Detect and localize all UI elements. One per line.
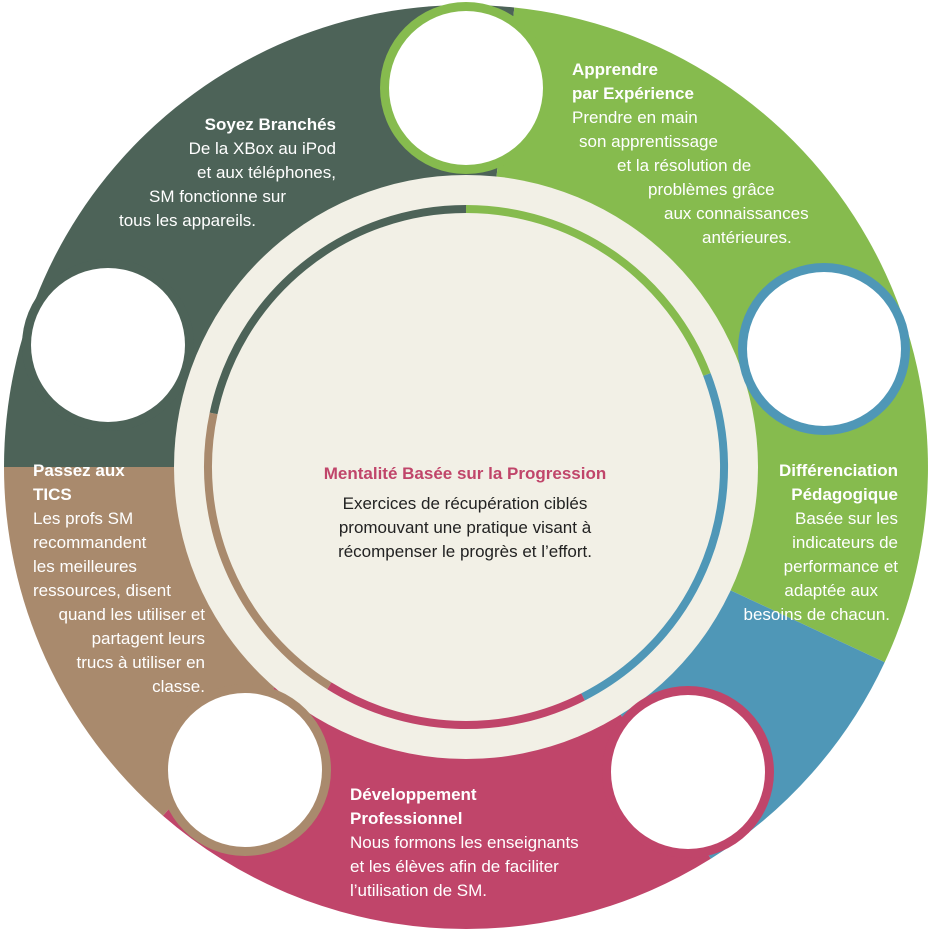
segment-body-line: Basée sur les — [795, 509, 898, 528]
node-circle-soyez-branches — [31, 268, 185, 422]
segment-developpement: Développement Professionnel Nous formons… — [350, 783, 650, 903]
segment-title: Soyez Branchés — [204, 115, 336, 134]
center-title: Mentalité Basée sur la Progression — [323, 464, 607, 483]
segment-body-line: trucs à utiliser en — [76, 653, 206, 672]
segment-body-line: Prendre en main — [572, 108, 698, 127]
node-circle-developpement — [611, 695, 765, 849]
segment-passez-aux-tics: Passez aux TICS Les profs SM recommanden… — [33, 459, 205, 699]
segment-body-line: son apprentissage — [579, 132, 718, 151]
center-body-line: Exercices de récupération ciblés — [342, 494, 588, 513]
segment-body-line: SM fonctionne sur — [148, 187, 286, 206]
node-circle-differenciation — [747, 272, 901, 426]
segment-body-line: et la résolution de — [617, 156, 752, 175]
node-circle-apprendre — [389, 11, 543, 165]
segment-body-line: recommandent — [33, 533, 147, 552]
segment-body-line: l’utilisation de SM. — [350, 881, 488, 900]
segment-body-line: indicateurs de — [792, 533, 898, 552]
segment-body-line: aux connaissances — [664, 204, 809, 223]
segment-body-line: classe. — [152, 677, 205, 696]
segment-body-line: antérieures. — [702, 228, 792, 247]
node-circles — [22, 2, 910, 858]
segment-body-line: partagent leurs — [91, 629, 205, 648]
segment-title: Professionnel — [350, 809, 463, 828]
segment-title: Développement — [350, 785, 477, 804]
segment-title: par Expérience — [572, 84, 694, 103]
segment-body-line: quand les utiliser et — [58, 605, 205, 624]
segment-title: TICS — [33, 485, 72, 504]
inner-progress-arc — [203, 205, 729, 729]
segment-title: Différenciation — [778, 461, 898, 480]
inner-arc-pink — [327, 682, 585, 729]
center-inner-disc — [221, 222, 711, 712]
segment-title: Pédagogique — [791, 485, 898, 504]
inner-arc-tan — [203, 412, 332, 690]
segment-body-line: De la XBox au iPod — [188, 139, 336, 158]
segment-body-line: performance et — [783, 557, 898, 576]
inner-arc-dark-green — [209, 205, 467, 415]
segment-title: Passez aux — [33, 461, 125, 480]
segment-body-line: les meilleures — [33, 557, 137, 576]
segment-body-line: adaptée aux — [784, 581, 878, 600]
center-body-line: promouvant une pratique visant à — [338, 518, 592, 537]
center-text: Mentalité Basée sur la Progression Exerc… — [290, 462, 640, 564]
segment-apprendre: Apprendre par Expérience Prendre en main… — [572, 58, 872, 250]
segment-title: Apprendre — [572, 60, 658, 79]
segment-body-line: besoins de chacun. — [743, 605, 891, 624]
segment-body-line: ressources, disent — [33, 581, 171, 600]
center-body: Exercices de récupération ciblés promouv… — [290, 492, 640, 564]
segment-body-line: tous les appareils. — [118, 211, 256, 230]
node-circle-passez-aux-tics — [168, 693, 322, 847]
segment-body-line: problèmes grâce — [648, 180, 775, 199]
segment-soyez-branches: Soyez Branchés De la XBox au iPod et aux… — [100, 113, 336, 233]
inner-arc-blue — [581, 373, 729, 701]
segment-body-line: Nous formons les enseignants — [350, 833, 579, 852]
segment-differenciation: Différenciation Pédagogique Basée sur le… — [700, 459, 899, 627]
segment-body-line: Les profs SM — [33, 509, 134, 528]
segment-body-line: et aux téléphones, — [197, 163, 336, 182]
segment-body-line: et les élèves afin de faciliter — [350, 857, 559, 876]
center-body-line: récompenser le progrès et l’effort. — [338, 542, 592, 561]
inner-arc-light-green — [465, 205, 711, 376]
